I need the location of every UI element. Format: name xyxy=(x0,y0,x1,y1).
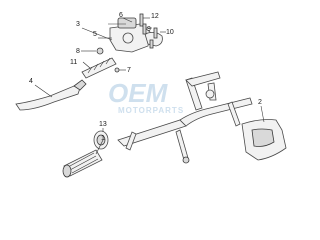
callout-1: 1 xyxy=(101,135,105,142)
callout-6: 6 xyxy=(119,12,123,19)
brake-lever xyxy=(15,79,87,111)
callout-5: 5 xyxy=(93,31,97,38)
callout-10: 10 xyxy=(166,29,174,36)
callout-7: 7 xyxy=(127,67,131,74)
callout-2: 2 xyxy=(258,99,262,106)
handlebar xyxy=(117,71,253,164)
parts-diagram: OEM MOTORPARTS xyxy=(15,12,287,178)
master-cylinder-body xyxy=(109,17,151,53)
oem-watermark: OEM MOTORPARTS xyxy=(108,78,184,115)
watermark-logo-text: OEM xyxy=(108,78,169,108)
watermark-sub-text: MOTORPARTS xyxy=(118,106,184,115)
pivot-pin xyxy=(114,67,120,73)
washer xyxy=(96,47,104,55)
side-cover xyxy=(241,119,287,161)
callouts: 3 6 12 5 9 10 8 11 7 4 2 13 1 xyxy=(29,12,262,142)
callout-3: 3 xyxy=(76,21,80,28)
callout-8: 8 xyxy=(76,48,80,55)
grip xyxy=(62,149,103,178)
callout-12: 12 xyxy=(151,13,159,20)
callout-11: 11 xyxy=(70,59,77,66)
clamp xyxy=(144,32,163,47)
screws xyxy=(139,13,158,49)
leader-lines xyxy=(34,17,265,155)
callout-13: 13 xyxy=(99,121,107,128)
callout-4: 4 xyxy=(29,78,33,85)
piston-spring xyxy=(81,57,117,79)
callout-9: 9 xyxy=(147,26,151,33)
ring xyxy=(93,130,109,150)
